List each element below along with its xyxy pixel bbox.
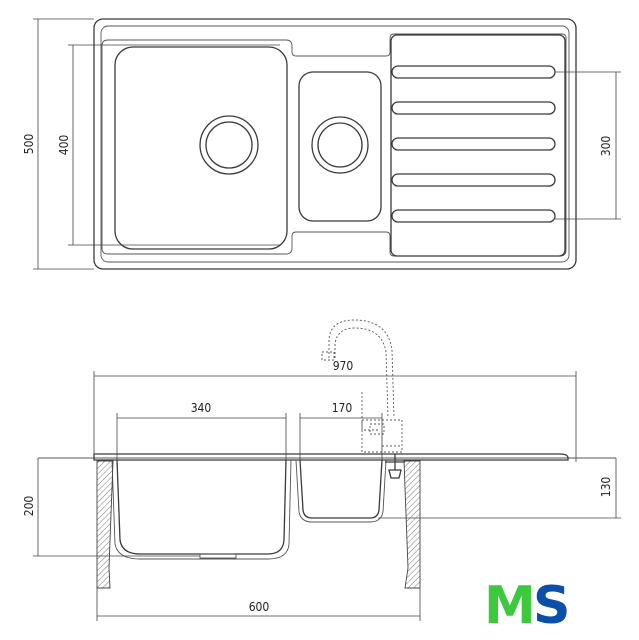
faucet-outline bbox=[321, 319, 403, 453]
large-bowl-basin bbox=[114, 46, 288, 250]
dim-130-label: 130 bbox=[599, 477, 613, 498]
cabinet-wall-right bbox=[403, 460, 421, 589]
small-bowl-drain-outer bbox=[311, 116, 369, 174]
dimension-500: 500 bbox=[22, 18, 94, 270]
logo-letter-m: M bbox=[484, 576, 536, 636]
large-bowl-drain-outer bbox=[199, 115, 259, 175]
dim-970-label: 970 bbox=[333, 359, 354, 373]
dimension-130: 130 bbox=[378, 458, 621, 519]
top-view: 500 400 300 bbox=[22, 18, 621, 270]
small-bowl-drain-inner bbox=[317, 122, 363, 168]
dim-400-label: 400 bbox=[57, 135, 71, 156]
small-bowl-basin bbox=[298, 71, 382, 222]
logo-letter-s: S bbox=[533, 576, 570, 636]
sink-rim-section bbox=[93, 453, 569, 461]
dimension-300: 300 bbox=[555, 71, 621, 220]
dimension-340: 340 bbox=[116, 401, 287, 460]
dimension-970: 970 bbox=[93, 359, 577, 462]
side-view: 970 340 170 200 130 bbox=[22, 319, 621, 621]
dimension-600: 600 bbox=[96, 588, 421, 621]
cabinet-wall-left bbox=[96, 460, 114, 589]
dim-500-label: 500 bbox=[22, 134, 36, 155]
large-bowl-section bbox=[116, 459, 287, 555]
drainer-board bbox=[390, 34, 566, 257]
faucet-mount bbox=[385, 454, 405, 479]
dim-200-label: 200 bbox=[22, 496, 36, 517]
brand-logo: M S bbox=[484, 576, 570, 636]
large-bowl-drain-inner bbox=[205, 121, 253, 169]
sink-inner-rim bbox=[100, 25, 570, 263]
dim-600-label: 600 bbox=[249, 600, 270, 614]
dim-300-label: 300 bbox=[599, 136, 613, 157]
small-bowl-section bbox=[299, 459, 383, 519]
dimension-400: 400 bbox=[57, 44, 280, 246]
dimension-200: 200 bbox=[22, 458, 200, 557]
sink-outer-rim bbox=[93, 18, 577, 270]
dimension-170: 170 bbox=[299, 401, 383, 460]
dim-170-label: 170 bbox=[332, 401, 353, 415]
drainer-grooves bbox=[391, 65, 556, 223]
large-bowl-outline bbox=[101, 33, 567, 257]
dim-340-label: 340 bbox=[191, 401, 212, 415]
